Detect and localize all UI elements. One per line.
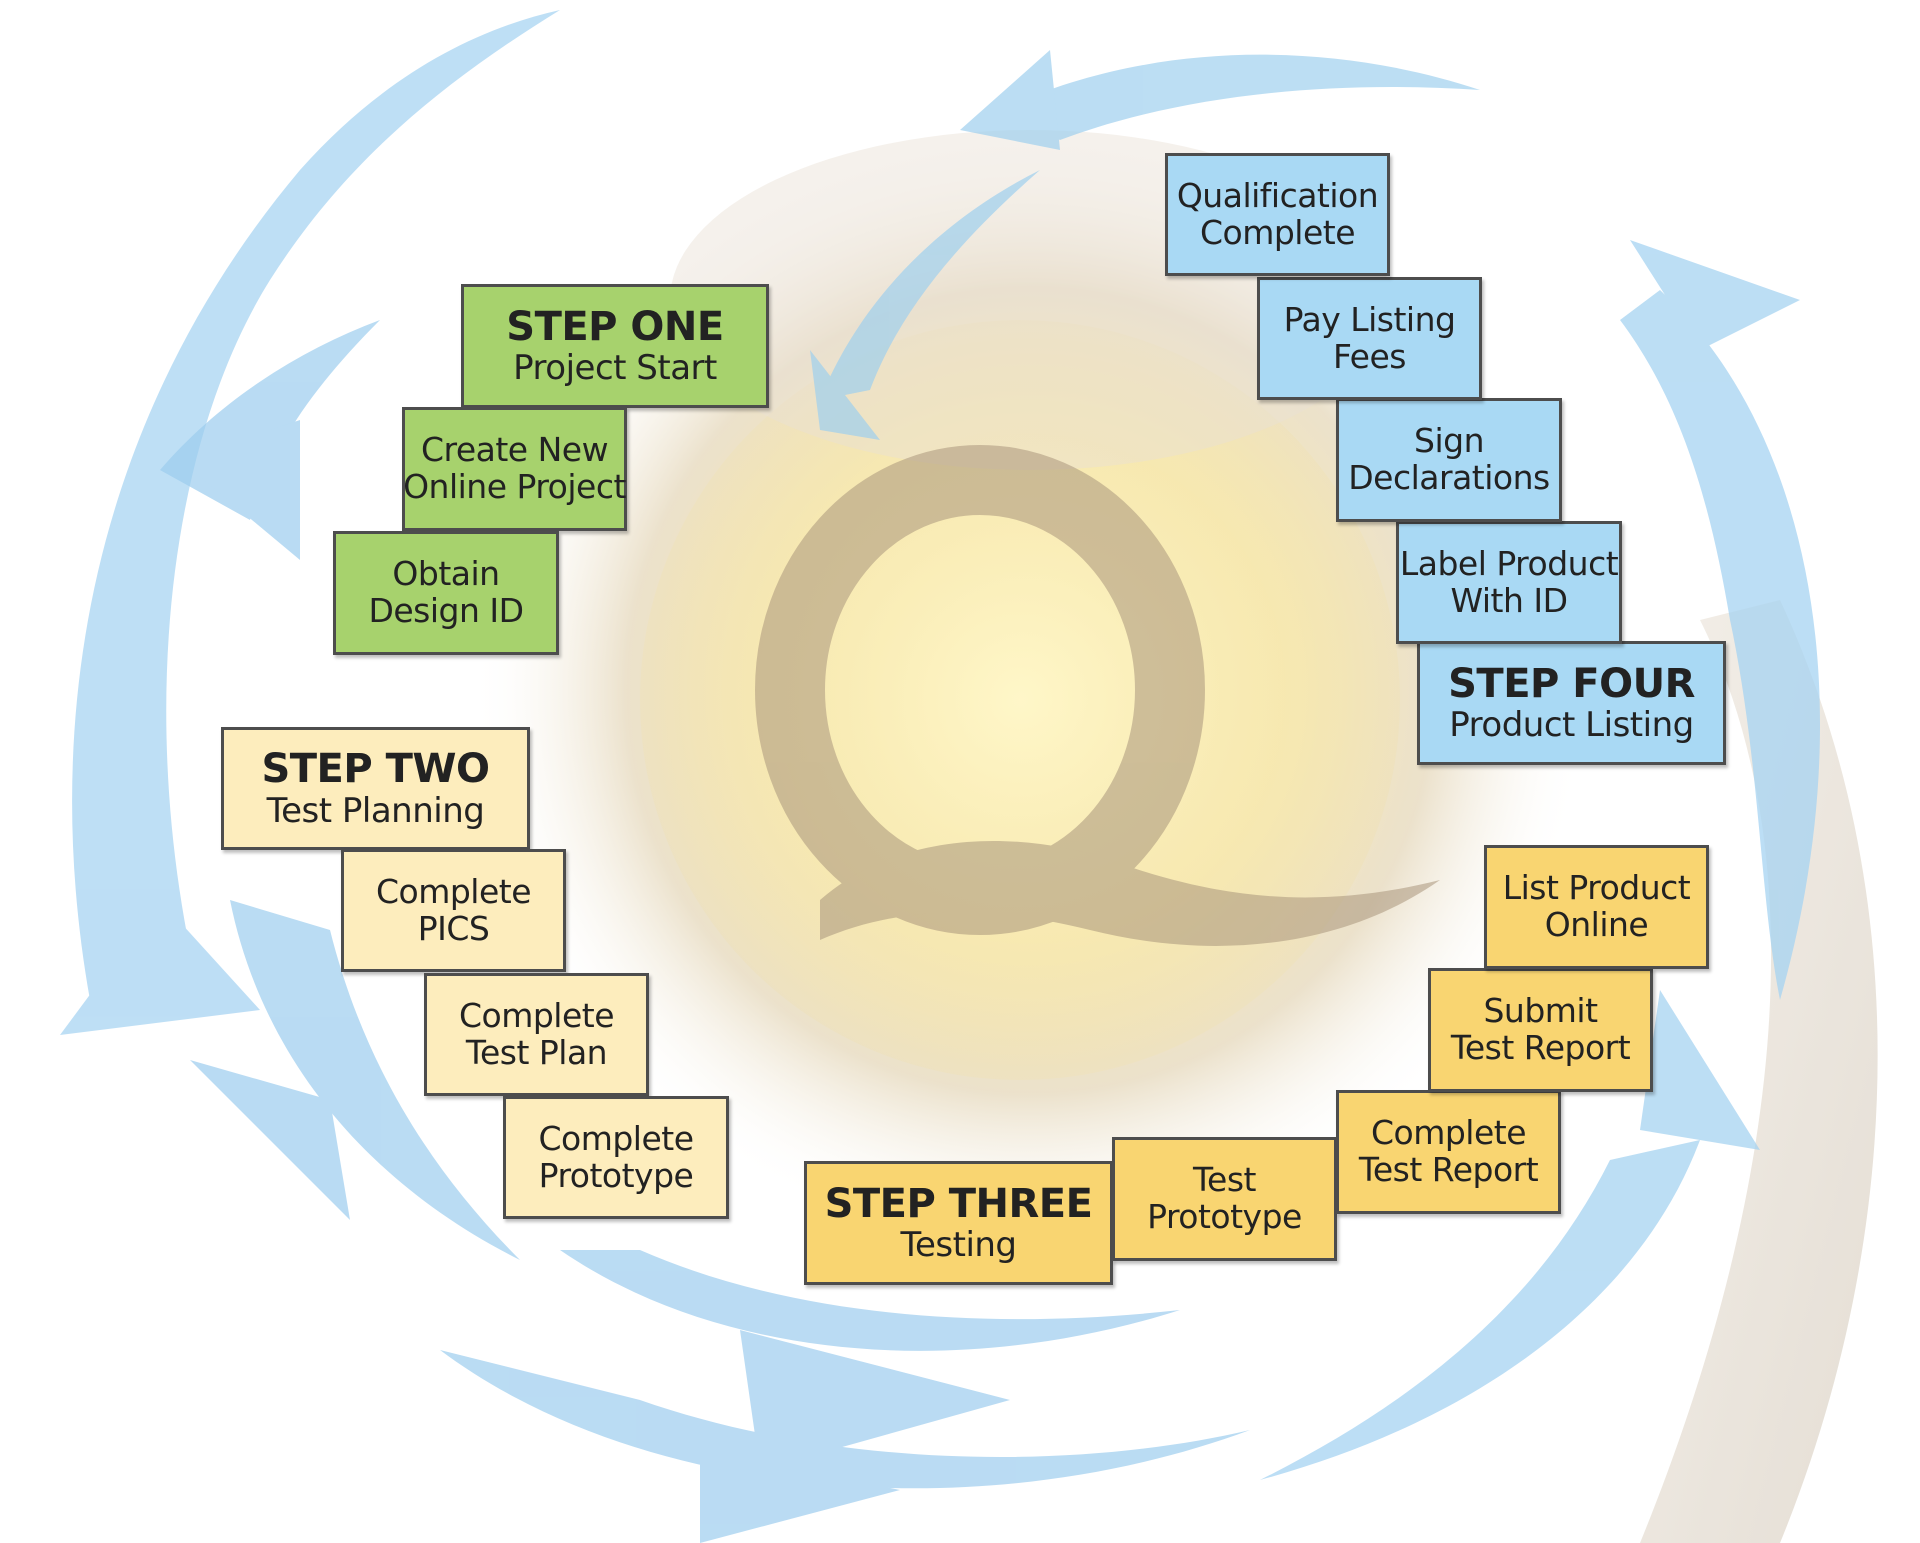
step-two-task-complete-prototype: Complete Prototype [503,1096,729,1219]
step-two-task-complete-test-plan: Complete Test Plan [424,973,649,1096]
step-three-header: STEP THREE Testing [804,1161,1113,1285]
step-three-task-complete-test-report: Complete Test Report [1336,1090,1561,1214]
step-four-title: STEP FOUR [1448,660,1695,707]
step-four-header: STEP FOUR Product Listing [1417,641,1726,765]
step-two-task-complete-pics: Complete PICS [341,849,566,972]
arrow-swirl-top-left [60,10,561,1035]
step-two-title: STEP TWO [261,746,490,793]
step-three-title: STEP THREE [824,1180,1093,1227]
step-four-subtitle: Product Listing [1449,705,1694,746]
step-three-subtitle: Testing [900,1225,1017,1266]
step-four-task-qualification-complete: Qualification Complete [1165,153,1390,276]
step-four-task-sign-declarations: Sign Declarations [1336,398,1562,522]
arrow-swirl-right [1260,240,1820,1480]
step-one-header: STEP ONE Project Start [461,284,769,408]
step-one-task-create-project: Create New Online Project [402,407,627,531]
step-four-task-pay-listing-fees: Pay Listing Fees [1257,277,1482,400]
q-logo-mark [755,445,1440,946]
step-four-task-label-product: Label Product With ID [1396,521,1622,644]
step-two-subtitle: Test Planning [266,790,485,831]
arrow-swirl-left [160,320,520,1260]
step-three-task-test-prototype: Test Prototype [1112,1137,1337,1261]
arrow-swirl-top [810,50,1480,440]
step-two-header: STEP TWO Test Planning [221,727,530,850]
step-one-title: STEP ONE [506,303,724,350]
step-three-task-submit-test-report: Submit Test Report [1428,968,1653,1092]
arrow-swirl-bottom [440,1250,1250,1543]
step-one-task-obtain-design-id: Obtain Design ID [333,531,559,655]
step-three-task-list-product-online: List Product Online [1484,845,1709,969]
step-one-subtitle: Project Start [513,348,717,389]
